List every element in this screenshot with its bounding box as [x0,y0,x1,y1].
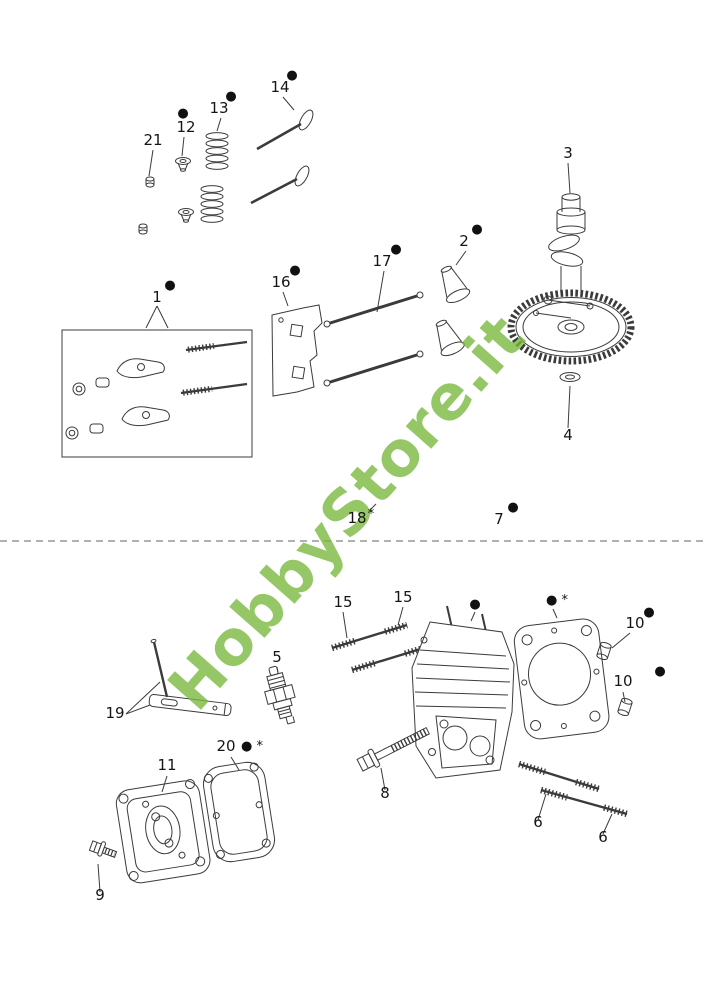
valves [250,109,314,205]
svg-text:8: 8 [380,784,390,802]
part-label-13: 13● [209,89,236,117]
svg-text:7: 7 [494,510,504,528]
pushrod-guide-plate [271,304,323,397]
svg-text:15: 15 [393,588,412,606]
part-label-head-bullet: ● [469,597,480,612]
svg-text:12: 12 [176,118,195,136]
svg-text:6: 6 [533,813,543,831]
part-label-14: 14● [270,68,297,96]
part-label-12: 12● [176,106,195,136]
tappets [435,265,471,357]
part-label-18: 18* [347,507,374,527]
block-studs [518,760,628,818]
svg-text:11: 11 [157,756,176,774]
svg-text:9: 9 [95,886,105,904]
cover-gasket [202,761,276,863]
part-label-4: 4 [563,426,573,444]
svg-text:17: 17 [372,252,391,270]
svg-text:●: ● [469,597,480,612]
svg-text:19: 19 [105,704,124,722]
rocker-kit-box [61,329,253,458]
svg-text:*: * [368,507,375,522]
part-label-16: 16● [271,263,300,291]
part-label-6a: 6 [533,813,543,831]
valve-cover [115,779,211,884]
leader-lines [97,96,631,893]
svg-text:20: 20 [216,737,235,755]
svg-text:●: ● [507,500,518,515]
svg-text:●: ● [177,106,188,121]
part-label-8: 8 [380,784,390,802]
part-label-2: 2● [459,222,482,250]
svg-text:●: ● [654,664,665,679]
spring-retainers [175,157,194,223]
svg-text:●: ● [286,68,297,83]
svg-text:14: 14 [270,78,289,96]
valve-caps [596,641,633,717]
part-label-19: 19 [105,704,124,722]
part-label-5: 5 [272,648,282,666]
part-label-9: 9 [95,886,105,904]
part-label-21: 21 [143,131,162,149]
svg-text:●: ● [225,89,236,104]
svg-text:18: 18 [347,509,366,527]
cylinder-head [411,605,515,779]
valve-keepers [138,176,155,235]
svg-text:3: 3 [563,144,573,162]
svg-text:● *: ● * [241,739,263,754]
part-label-15a: 15 [333,593,352,611]
svg-text:4: 4 [563,426,573,444]
part-label-3: 3 [563,144,573,162]
svg-text:2: 2 [459,232,469,250]
cam-washer [559,372,581,382]
part-label-15b: 15 [393,588,412,606]
svg-text:10: 10 [613,672,632,690]
camshaft [507,193,635,365]
svg-text:●: ● [390,242,401,257]
flange-bolt [356,726,431,772]
svg-text:●: ● [289,263,300,278]
svg-text:13: 13 [209,99,228,117]
head-gasket [513,618,610,740]
valve-springs [200,132,229,223]
svg-text:●: ● [471,222,482,237]
part-label-10a: 10● [625,605,654,632]
part-label-11: 11 [157,756,176,774]
head-studs [331,621,428,674]
breather-pipe-set [148,638,232,717]
part-label-10b: 10 ● [613,664,665,690]
svg-text:●: ● [643,605,654,620]
svg-text:10: 10 [625,614,644,632]
svg-text:15: 15 [333,593,352,611]
svg-text:6: 6 [598,828,608,846]
part-label-1: 1● [152,278,175,306]
part-label-7: 7● [494,500,518,528]
svg-text:● *: ● * [546,593,568,608]
svg-text:16: 16 [271,273,290,291]
svg-text:1: 1 [152,288,162,306]
svg-text:●: ● [164,278,175,293]
push-rods [323,291,424,387]
svg-text:21: 21 [143,131,162,149]
part-label-6b: 6 [598,828,608,846]
cover-bolt [88,840,118,858]
part-label-gasket-bullet: ● * [546,593,568,608]
svg-text:5: 5 [272,648,282,666]
part-label-17: 17● [372,242,401,270]
spark-plug [264,665,296,725]
part-label-20: 20 ● * [216,737,263,755]
